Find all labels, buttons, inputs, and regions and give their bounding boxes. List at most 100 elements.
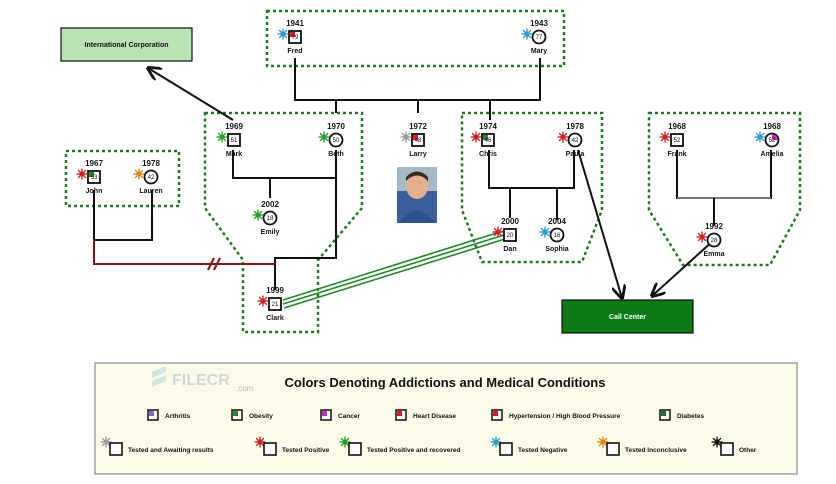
recovered-status-icon bbox=[318, 131, 330, 143]
group-chris-paula bbox=[460, 111, 604, 264]
legend-item-diabetes: Diabetes bbox=[659, 409, 704, 421]
legend-square-icon bbox=[109, 442, 123, 456]
legend-label: Tested Positive and recovered bbox=[367, 447, 460, 454]
person-year: 2000 bbox=[501, 217, 519, 226]
male-square-icon bbox=[227, 133, 241, 147]
person-age: 46 bbox=[485, 138, 492, 144]
other-status-icon bbox=[711, 436, 723, 448]
person-name: Dan bbox=[503, 246, 516, 253]
person-year: 1967 bbox=[85, 159, 103, 168]
obesity-marker-icon bbox=[89, 172, 94, 177]
group-frank-amelia bbox=[647, 111, 802, 267]
positive-status-icon bbox=[492, 226, 504, 238]
watermark-logo-icon bbox=[152, 366, 166, 387]
legend-label: Heart Disease bbox=[413, 413, 456, 420]
person-age: 77 bbox=[536, 35, 543, 41]
watermark: FILECR .com bbox=[152, 366, 254, 393]
awaiting-status-icon bbox=[400, 131, 412, 143]
legend-item-hypertension: Hypertension / High Blood Pressure bbox=[491, 409, 621, 421]
person-age: 28 bbox=[711, 238, 718, 244]
person-name: Larry bbox=[409, 151, 427, 158]
male-square-icon bbox=[670, 133, 684, 147]
legend-panel: Colors Denoting Addictions and Medical C… bbox=[94, 362, 798, 475]
watermark-brand: FILECR bbox=[172, 372, 230, 389]
legend-label: Tested Positive bbox=[282, 447, 330, 454]
person-year: 1978 bbox=[566, 122, 584, 131]
legend-label: Diabetes bbox=[677, 413, 704, 420]
hypertension-color-icon bbox=[493, 411, 498, 416]
person-year: 1999 bbox=[266, 286, 284, 295]
legend-square-icon bbox=[606, 442, 620, 456]
watermark-suffix: .com bbox=[236, 384, 254, 393]
person-name: Emily bbox=[261, 229, 280, 236]
intl-corp-box[interactable]: International Corporation bbox=[60, 27, 193, 62]
legend-item-other: Other bbox=[711, 436, 757, 456]
call-center-label: Call Center bbox=[609, 314, 646, 321]
person-year: 1941 bbox=[286, 19, 304, 28]
legend-item-positive: Tested Positive bbox=[254, 436, 330, 456]
person-year: 2004 bbox=[548, 217, 566, 226]
person-name: Paula bbox=[566, 151, 585, 158]
heart-color-icon bbox=[397, 411, 402, 416]
female-circle-icon bbox=[531, 29, 547, 45]
person-name: John bbox=[86, 188, 103, 195]
legend-label: Obesity bbox=[249, 413, 273, 420]
relationship-lines bbox=[93, 58, 772, 309]
female-circle-icon bbox=[143, 169, 159, 185]
person-name: Mark bbox=[226, 151, 242, 158]
obesity-marker-icon bbox=[483, 135, 488, 140]
legend-label: Tested Inconclusive bbox=[625, 447, 687, 454]
negative-status-icon bbox=[490, 436, 502, 448]
positive-status-icon bbox=[257, 295, 269, 307]
person-year: 1970 bbox=[327, 122, 345, 131]
person-age: 48 bbox=[415, 138, 422, 144]
person-name: Mary bbox=[531, 48, 547, 55]
arthritis-color-icon bbox=[149, 411, 154, 416]
female-circle-icon bbox=[706, 232, 722, 248]
legend-label: Arthritis bbox=[165, 413, 191, 420]
call-center-box[interactable]: Call Center bbox=[561, 299, 694, 334]
person-age: 18 bbox=[267, 216, 274, 222]
heart-marker-icon bbox=[413, 135, 418, 140]
obesity-color-icon bbox=[233, 411, 238, 416]
person-age: 51 bbox=[231, 138, 238, 144]
person-age: 79 bbox=[292, 35, 299, 41]
positive-status-icon bbox=[696, 231, 708, 243]
intl-corp-label: International Corporation bbox=[85, 42, 169, 49]
cancer-color-icon bbox=[322, 411, 327, 416]
person-name: Beth bbox=[328, 151, 344, 158]
negative-status-icon bbox=[521, 28, 533, 40]
legend-square-icon bbox=[348, 442, 362, 456]
legend-square-icon bbox=[499, 442, 513, 456]
legend-item-arthritis: Arthritis bbox=[147, 409, 191, 421]
person-year: 1992 bbox=[705, 222, 723, 231]
person-age: 21 bbox=[272, 302, 279, 308]
person-age: 42 bbox=[148, 175, 155, 181]
legend-square-icon bbox=[720, 442, 734, 456]
legend-square-icon bbox=[263, 442, 277, 456]
person-year: 1943 bbox=[530, 19, 548, 28]
legend-item-negative: Tested Negative bbox=[490, 436, 568, 456]
female-circle-icon bbox=[328, 132, 344, 148]
positive-status-icon bbox=[557, 131, 569, 143]
person-year: 1968 bbox=[668, 122, 686, 131]
